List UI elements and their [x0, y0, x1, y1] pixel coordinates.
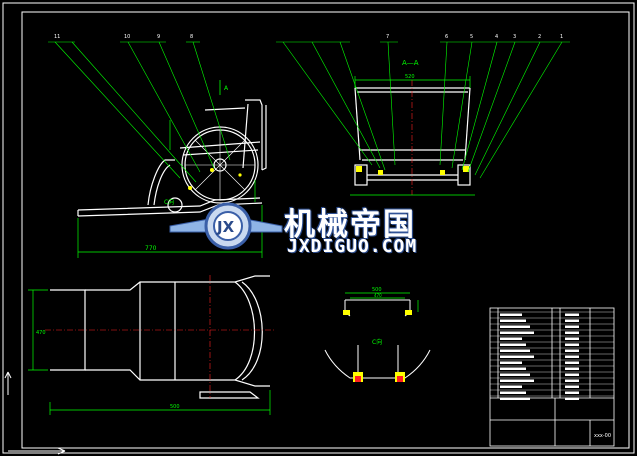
parts-list-row-text	[500, 355, 534, 358]
parts-list-row-text	[500, 319, 526, 322]
parts-list-row-text	[500, 313, 522, 316]
parts-list-row-text	[500, 367, 526, 370]
part-callouts-right: 7 6 5 4 3 2 1	[386, 34, 563, 40]
dim-side-length: 770	[145, 245, 157, 252]
view-aa-label: A—A	[402, 59, 419, 67]
c-view-detail: 500 470 C向	[324, 287, 431, 382]
parts-list-row-text	[500, 337, 522, 340]
dim-c-inner: 470	[374, 293, 382, 298]
parts-list-row-spec	[565, 361, 579, 364]
watermark-logo: JX	[169, 202, 283, 250]
parts-list-table	[489, 307, 615, 447]
parts-list-row-spec	[565, 343, 579, 346]
callout-right-3: 3	[513, 34, 516, 40]
parts-list-row-spec	[565, 379, 579, 382]
parts-list-row-text	[500, 373, 530, 376]
callout-right-1: 1	[560, 34, 563, 40]
callout-right-2: 2	[538, 34, 541, 40]
callout-right-5: 5	[470, 34, 473, 40]
watermark-name-cn: 机械帝国	[284, 207, 416, 243]
dim-plan-height: 470	[36, 330, 46, 336]
front-section-view: A—A 520	[350, 59, 475, 196]
c-view-label-side: C向	[164, 198, 174, 206]
parts-list-row-text	[500, 391, 526, 394]
side-view-leaders	[48, 41, 231, 183]
view-c-label: C向	[372, 338, 382, 346]
plan-view: 470 500	[28, 275, 275, 415]
title-block-code: xxx-00	[594, 433, 611, 439]
parts-list-row-spec	[565, 331, 579, 334]
parts-list-row-spec	[565, 367, 579, 370]
parts-list-row-spec	[565, 373, 579, 376]
watermark-logo-text: JX	[216, 218, 235, 236]
parts-list-row-text	[500, 343, 526, 346]
parts-list-row-spec	[565, 319, 579, 322]
part-callouts-left: 11 10 9 8	[54, 34, 193, 40]
side-view: A 770 C向	[77, 80, 267, 258]
dim-plan-width: 500	[170, 404, 180, 410]
parts-list-row-spec	[565, 325, 579, 328]
section-a-mark: A	[224, 85, 229, 92]
front-view-leaders	[276, 41, 570, 179]
parts-list-row-spec	[565, 349, 579, 352]
parts-list-row-text	[500, 349, 530, 352]
callout-left-11: 11	[54, 34, 60, 40]
parts-list-row-text	[500, 361, 522, 364]
ucs-icon	[4, 371, 66, 455]
callout-right-6: 6	[445, 34, 448, 40]
parts-list-row-spec	[565, 391, 579, 394]
callout-right-4: 4	[495, 34, 498, 40]
parts-list-row-spec	[565, 397, 579, 400]
dim-c-width: 500	[372, 287, 382, 293]
callout-left-8: 8	[190, 34, 193, 40]
callout-left-9: 9	[157, 34, 160, 40]
callout-right-7: 7	[386, 34, 389, 40]
parts-list-row-text	[500, 385, 522, 388]
parts-list-row-spec	[565, 355, 579, 358]
parts-list-row-text	[500, 331, 534, 334]
parts-list-row-spec	[565, 337, 579, 340]
parts-list-row-text	[500, 379, 534, 382]
parts-list-row-text	[500, 325, 530, 328]
dim-front-width: 520	[405, 74, 415, 80]
callout-left-10: 10	[124, 34, 130, 40]
parts-list-rows	[490, 311, 614, 400]
parts-list-row-text	[500, 397, 530, 400]
parts-list-row-spec	[565, 385, 579, 388]
watermark-name-en: JXDIGUO.COM	[287, 236, 418, 257]
parts-list-row-spec	[565, 313, 579, 316]
